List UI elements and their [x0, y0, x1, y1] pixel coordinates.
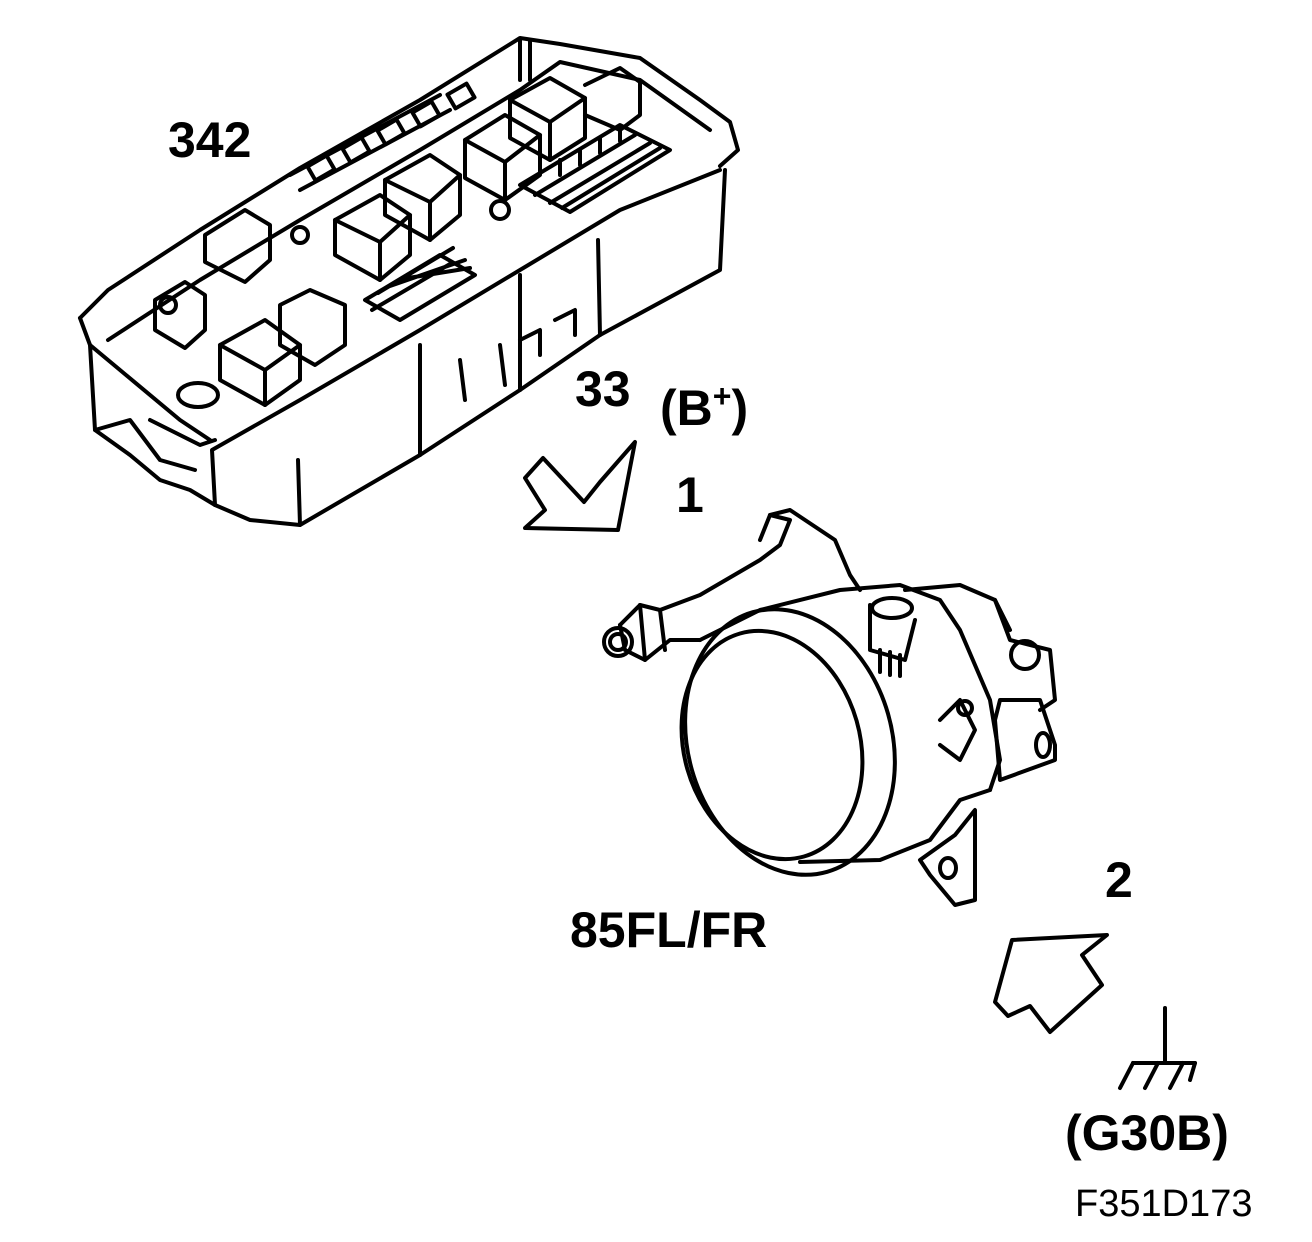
terminal-b-label: (B+) [660, 378, 749, 436]
fusebox-label: 342 [168, 112, 252, 168]
figure-code: F351D173 [1075, 1183, 1253, 1225]
arrow-2 [993, 933, 1109, 1034]
ground-label: (G30B) [1065, 1105, 1229, 1161]
fog-lamp [602, 508, 1057, 907]
connector-2-label: 2 [1105, 852, 1133, 908]
foglamp-label: 85FL/FR [570, 902, 768, 958]
plus-sign: + [712, 378, 732, 414]
arrow-1 [523, 440, 637, 532]
ground-symbol [1118, 1006, 1197, 1090]
terminal-b-number: 33 [575, 361, 631, 417]
connector-1-label: 1 [676, 467, 704, 523]
fuse-relay-box [78, 36, 740, 527]
